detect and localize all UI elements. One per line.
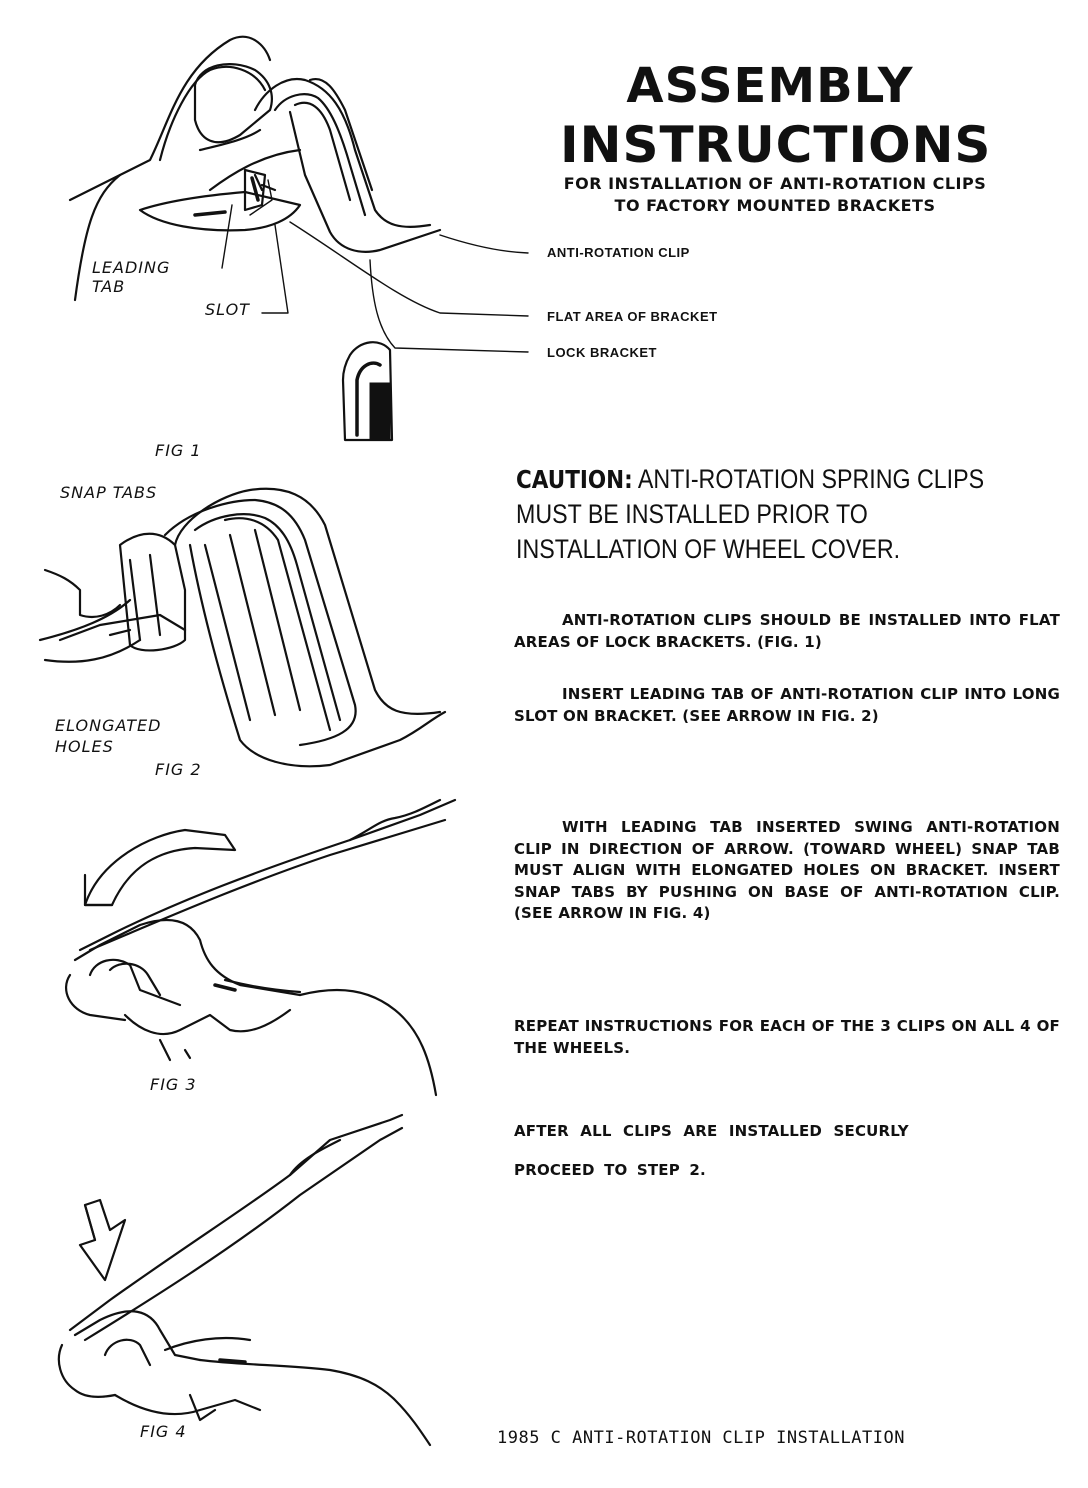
label-fig2: FIG 2 — [155, 760, 202, 779]
label-slot: SLOT — [205, 300, 250, 319]
caution-block: CAUTION: ANTI-ROTATION SPRING CLIPS MUST… — [516, 462, 1023, 567]
subtitle-line-2: TO FACTORY MOUNTED BRACKETS — [614, 196, 936, 215]
fig1-drawing — [68, 35, 529, 442]
label-leading: LEADING — [92, 258, 171, 277]
subtitle-line-1: FOR INSTALLATION OF ANTI-ROTATION CLIPS — [563, 174, 987, 193]
footer-caption: 1985 C ANTI-ROTATION CLIP INSTALLATION — [497, 1428, 905, 1448]
fig2-drawing — [38, 487, 447, 768]
fig4-drawing — [57, 1113, 432, 1447]
instruction-5-text: AFTER ALL CLIPS ARE INSTALLED SECURLY — [514, 1122, 909, 1140]
instruction-3-text: WITH LEADING TAB INSERTED SWING ANTI-ROT… — [514, 818, 1060, 922]
fig3-drawing — [64, 798, 457, 1097]
label-holes: HOLES — [55, 737, 114, 756]
instruction-5: AFTER ALL CLIPS ARE INSTALLED SECURLY — [514, 1121, 1060, 1143]
callout-lock-bracket: LOCK BRACKET — [547, 345, 657, 360]
label-tab: TAB — [92, 277, 126, 296]
caution-label: CAUTION: — [516, 465, 633, 494]
label-fig4: FIG 4 — [140, 1422, 187, 1441]
label-fig1: FIG 1 — [155, 441, 202, 460]
instruction-3: WITH LEADING TAB INSERTED SWING ANTI-ROT… — [514, 817, 1060, 925]
callout-flat-area: FLAT AREA OF BRACKET — [547, 309, 718, 324]
instruction-6-text: PROCEED TO STEP 2. — [514, 1161, 706, 1179]
instruction-1-text: ANTI-ROTATION CLIPS SHOULD BE INSTALLED … — [514, 611, 1060, 651]
title-line-1: ASSEMBLY — [626, 58, 914, 114]
instruction-2-text: INSERT LEADING TAB OF ANTI-ROTATION CLIP… — [514, 685, 1060, 725]
title-line-2: INSTRUCTIONS — [560, 116, 992, 174]
instruction-1: ANTI-ROTATION CLIPS SHOULD BE INSTALLED … — [514, 610, 1060, 653]
instruction-4: REPEAT INSTRUCTIONS FOR EACH OF THE 3 CL… — [514, 1016, 1060, 1059]
instruction-4-text: REPEAT INSTRUCTIONS FOR EACH OF THE 3 CL… — [514, 1017, 1060, 1057]
callout-anti-rotation-clip: ANTI-ROTATION CLIP — [547, 245, 690, 260]
instruction-2: INSERT LEADING TAB OF ANTI-ROTATION CLIP… — [514, 684, 1060, 727]
label-elongated: ELONGATED — [55, 716, 162, 735]
caution-text: ANTI-ROTATION SPRING CLIPS MUST BE INSTA… — [516, 464, 985, 564]
label-fig3: FIG 3 — [150, 1075, 197, 1094]
label-snap-tabs: SNAP TABS — [60, 483, 158, 502]
instruction-6: PROCEED TO STEP 2. — [514, 1160, 1060, 1182]
